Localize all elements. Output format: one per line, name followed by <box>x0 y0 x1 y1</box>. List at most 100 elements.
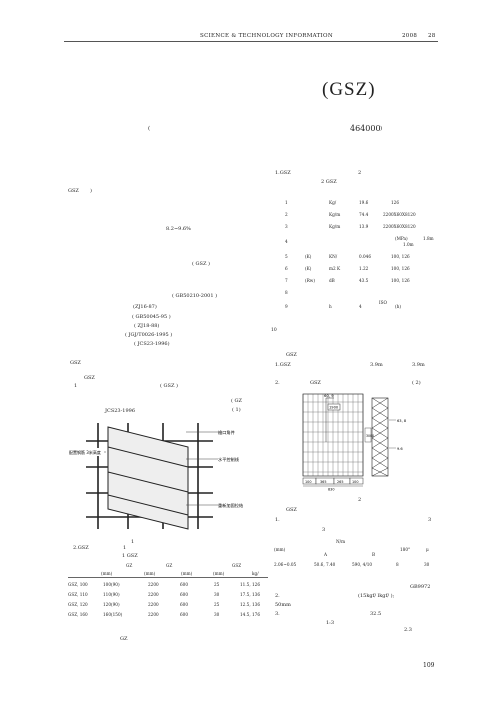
t1-r3-c2: 120(90) <box>103 602 120 607</box>
t1-r3-c1: GSZ, 120 <box>68 602 88 607</box>
fig2-total: 830 <box>328 488 334 492</box>
item-one: 1 <box>74 383 78 389</box>
t1-r2-c1: GSZ, 110 <box>68 592 88 597</box>
table-3: N/m (mm) A B 180° μ 2.06~0.05 50.6, 7.40… <box>274 539 430 567</box>
fig2-dim-3: 265 <box>337 480 343 484</box>
table-2-title: 2 GSZ <box>321 179 337 185</box>
standard-3: ( GB50045-95 ) <box>132 314 171 320</box>
journal-year: 2008 <box>402 33 418 39</box>
jcs-standard: JCS23-1996 <box>105 408 136 414</box>
author-open-paren: ( <box>148 126 151 132</box>
ratio-1-3: 1:3 <box>326 620 335 626</box>
fig2-label-mid: 1900 <box>329 406 339 410</box>
fig1-label-middle: 水平控制线 <box>218 456 240 463</box>
t1-h5: kg/ <box>252 571 259 576</box>
ratio-32-5: 32.5 <box>370 611 382 617</box>
section-gsz: GSZ <box>70 360 81 366</box>
gsz-paren: ( GSZ ) <box>160 383 178 389</box>
gb-standard: GB9972 <box>410 584 431 590</box>
percent-range: 8.2~9.6% <box>166 226 191 232</box>
section-2-item: 1 <box>123 545 127 551</box>
three: 3 <box>428 517 432 523</box>
right-section-2-num: 2 <box>358 170 362 176</box>
t1-r2-c2: 110(90) <box>103 592 120 597</box>
standard-1: ( GB50210-2001 ) <box>172 293 218 299</box>
t1-r1-c1: GSZ, 100 <box>68 582 88 587</box>
t1-r1-c2: 100(90) <box>103 582 120 587</box>
fig1-label-top: 檐口角件 <box>218 429 235 436</box>
t1-group-4: GSZ <box>232 563 242 568</box>
gsz-reference: ( GSZ ) <box>192 261 210 267</box>
standard-2: (ZJ16-87) <box>133 304 157 310</box>
t1-r4-c6: 14.5, 176 <box>240 612 260 617</box>
t1-r4-c4: 600 <box>180 612 188 617</box>
t1-r1-c5: 25 <box>214 582 220 587</box>
header-rule <box>64 41 438 42</box>
t1-r1-c4: 600 <box>180 582 188 587</box>
t1-r3-c6: 12.5, 136 <box>240 602 260 607</box>
table-1-title: 1 GSZ <box>122 553 138 559</box>
fig2-label-top: 60, 9 <box>324 393 334 398</box>
t1-h1: (mm) <box>101 571 113 576</box>
t1-r1-c6: 11.5, 126 <box>240 582 260 587</box>
fig2-label-r2: 9.6 <box>397 447 403 451</box>
right-gsz-section-3: GSZ <box>286 507 297 513</box>
t1-group-1: GZ <box>126 563 133 568</box>
issue-number: 28 <box>428 33 436 39</box>
figure-2-caption: 2 <box>358 497 362 503</box>
standard-6: ( JCS23-1996) <box>134 341 170 347</box>
figure-1-scaffold: 檐口角件 水平控制线 重新加固拉结 配置钢筋 3米高度 <box>68 417 268 532</box>
fig2-dim-4: 100 <box>352 480 358 484</box>
figure-1-caption: 1 <box>131 539 135 545</box>
right-item-1: 1.GSZ <box>275 362 291 368</box>
gz-word: GZ <box>120 636 128 642</box>
mm50: 50mm <box>275 602 291 608</box>
t1-h4: (mm) <box>213 571 225 576</box>
t2-unit-mpa: (MPa) <box>395 236 408 241</box>
fig2-label-r1: 63, 8 <box>397 419 407 423</box>
author-close-paren: ) <box>380 126 383 132</box>
kgf-note: (15kgf/ lkgf/ ); <box>358 593 395 599</box>
gsz-second: GSZ <box>84 375 95 381</box>
table-1: GZ GZ GSZ (mm) (mm) (mm) (mm) kg/ GSZ, 1… <box>68 560 268 620</box>
right-item-1b: 1. <box>275 517 280 523</box>
right-item-2: 2. <box>275 380 280 386</box>
one-paren: ( 1) <box>232 407 241 413</box>
right-item-2-gsz: GSZ <box>310 380 321 386</box>
t1-r2-c4: 600 <box>180 592 188 597</box>
gz-paren: ( GZ <box>231 398 243 404</box>
dim-3-9b: 3.9m <box>412 362 425 368</box>
dim-3-9: 3.9m <box>370 362 383 368</box>
page-ref: 10 <box>271 328 277 333</box>
table-2: 1 Kg/ 19.6 126 2 Kg/m 74.4 2200X60X8120 … <box>285 200 434 309</box>
t1-r4-c2: 160(150) <box>103 612 123 617</box>
page-number: 109 <box>423 662 435 669</box>
t1-r3-c3: 2200 <box>148 602 159 607</box>
t1-h3: (mm) <box>181 571 193 576</box>
postcode: 464000 <box>350 124 381 133</box>
t1-h2: (mm) <box>144 571 156 576</box>
fig2-label-h: 3000 <box>366 434 374 438</box>
t1-r3-c4: 600 <box>180 602 188 607</box>
right-gsz-section: GSZ <box>286 352 297 358</box>
right-item-2-paren: ( 2) <box>412 380 421 386</box>
standard-5: ( JGJ/T0026-1995 ) <box>125 332 173 338</box>
t1-r4-c3: 2200 <box>148 612 159 617</box>
page-title: (GSZ) <box>322 79 376 100</box>
t1-r4-c1: GSZ, 160 <box>68 612 88 617</box>
t1-group-2: GZ <box>166 563 173 568</box>
t1-r3-c5: 25 <box>214 602 220 607</box>
right-item-3: 3. <box>275 611 280 617</box>
t1-r1-c3: 2200 <box>148 582 159 587</box>
right-item-2b: 2. <box>275 593 280 599</box>
gsz-label: GSZ <box>68 188 79 194</box>
fig1-label-left: 配置钢筋 3米高度 <box>69 449 101 455</box>
right-section-1: 1.GSZ <box>275 170 291 176</box>
t1-r2-c5: 30 <box>214 592 220 597</box>
fig1-label-bottom: 重新加固拉结 <box>218 502 243 509</box>
journal-name: SCIENCE & TECHNOLOGY INFORMATION <box>200 33 333 39</box>
t2-unit-h: (h) <box>395 304 401 309</box>
standard-4: ( ZJ18-88) <box>134 323 160 329</box>
value-2-3: 2.3 <box>404 627 412 633</box>
t1-r2-c6: 17.5, 136 <box>240 592 260 597</box>
